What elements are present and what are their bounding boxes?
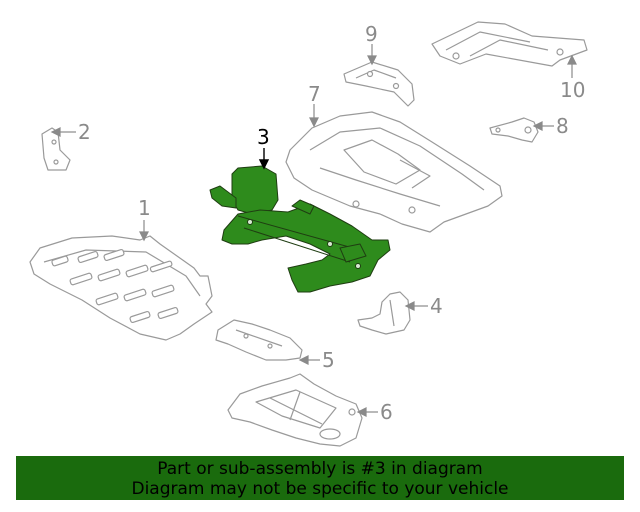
part-10-shield[interactable] (431, 21, 588, 67)
part-1-main-shield[interactable] (29, 235, 213, 341)
part-8-bracket[interactable] (489, 117, 539, 143)
callout-10: 10 (560, 78, 586, 102)
arrow-3 (258, 159, 270, 170)
callout-9: 9 (365, 22, 378, 46)
part-6-lower-shield[interactable] (227, 373, 363, 447)
arrow-8 (532, 121, 543, 131)
part-2-bracket[interactable] (41, 127, 71, 171)
arrow-4 (404, 301, 415, 311)
arrow-9 (367, 55, 377, 66)
banner-line-1: Part or sub-assembly is #3 in diagram (157, 459, 483, 479)
callout-5: 5 (322, 348, 335, 372)
parts-diagram (29, 21, 588, 447)
callout-4: 4 (430, 294, 443, 318)
callout-6: 6 (380, 400, 393, 424)
arrow-5 (298, 355, 309, 365)
part-7-rear-shield[interactable] (285, 111, 503, 233)
callout-8: 8 (556, 114, 569, 138)
part-3-highlighted-assembly[interactable] (209, 165, 391, 293)
callout-7: 7 (308, 82, 321, 106)
part-9-bracket[interactable] (343, 61, 415, 107)
arrow-10 (567, 54, 577, 65)
part-5-bracket[interactable] (215, 319, 303, 361)
arrow-1 (139, 231, 149, 242)
callout-3: 3 (257, 125, 270, 149)
arrow-7 (309, 117, 319, 128)
info-banner: Part or sub-assembly is #3 in diagram Di… (16, 456, 624, 500)
banner-line-2: Diagram may not be specific to your vehi… (131, 479, 509, 499)
arrow-6 (356, 407, 367, 417)
part-4-bracket[interactable] (357, 291, 411, 335)
arrow-2 (50, 127, 61, 137)
callout-1: 1 (138, 196, 151, 220)
callout-2: 2 (78, 120, 91, 144)
